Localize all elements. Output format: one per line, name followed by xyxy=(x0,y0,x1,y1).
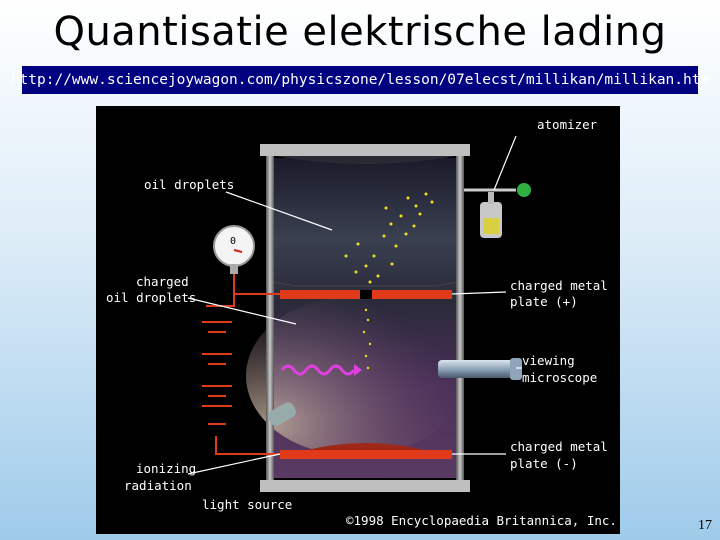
label-viewing-line1: viewing xyxy=(522,353,575,368)
falling-droplets xyxy=(362,308,372,370)
gauge-zero: 0 xyxy=(230,236,236,247)
plate-hole xyxy=(360,290,372,299)
millikan-apparatus-figure: 0 xyxy=(96,106,620,534)
label-plate-negative-line2: plate (-) xyxy=(510,456,578,471)
label-charged-oil-line2: oil droplets xyxy=(106,290,196,305)
atomizer-icon xyxy=(464,183,531,238)
light-source-lamp xyxy=(268,402,296,426)
label-viewing-line2: microscope xyxy=(522,370,597,385)
source-url[interactable]: http://www.sciencejoywagon.com/physicszo… xyxy=(11,66,709,94)
label-atomizer: atomizer xyxy=(537,117,598,132)
label-charged-oil-line1: charged xyxy=(136,274,189,289)
label-plate-positive-line1: charged metal xyxy=(510,278,608,293)
label-plate-positive-line2: plate (+) xyxy=(510,294,578,309)
label-ionizing-line2: radiation xyxy=(124,478,192,493)
radiation-wave xyxy=(280,364,356,376)
copyright-notice: ©1998 Encyclopaedia Britannica, Inc. xyxy=(346,513,617,528)
chamber xyxy=(246,144,470,492)
label-plate-negative-line1: charged metal xyxy=(510,439,608,454)
viewing-microscope-icon xyxy=(438,358,522,380)
label-ionizing-line1: ionizing xyxy=(136,461,196,476)
oil-droplet-cloud xyxy=(344,192,434,284)
label-light-source: light source xyxy=(202,497,292,512)
label-pointers xyxy=(187,135,522,475)
circuit-wires xyxy=(202,274,280,455)
slide-number: 17 xyxy=(698,518,712,533)
voltmeter-icon: 0 xyxy=(213,225,255,274)
negative-plate xyxy=(280,450,452,459)
label-oil-droplets: oil droplets xyxy=(144,177,234,192)
slide-title: Quantisatie elektrische lading xyxy=(53,9,667,55)
